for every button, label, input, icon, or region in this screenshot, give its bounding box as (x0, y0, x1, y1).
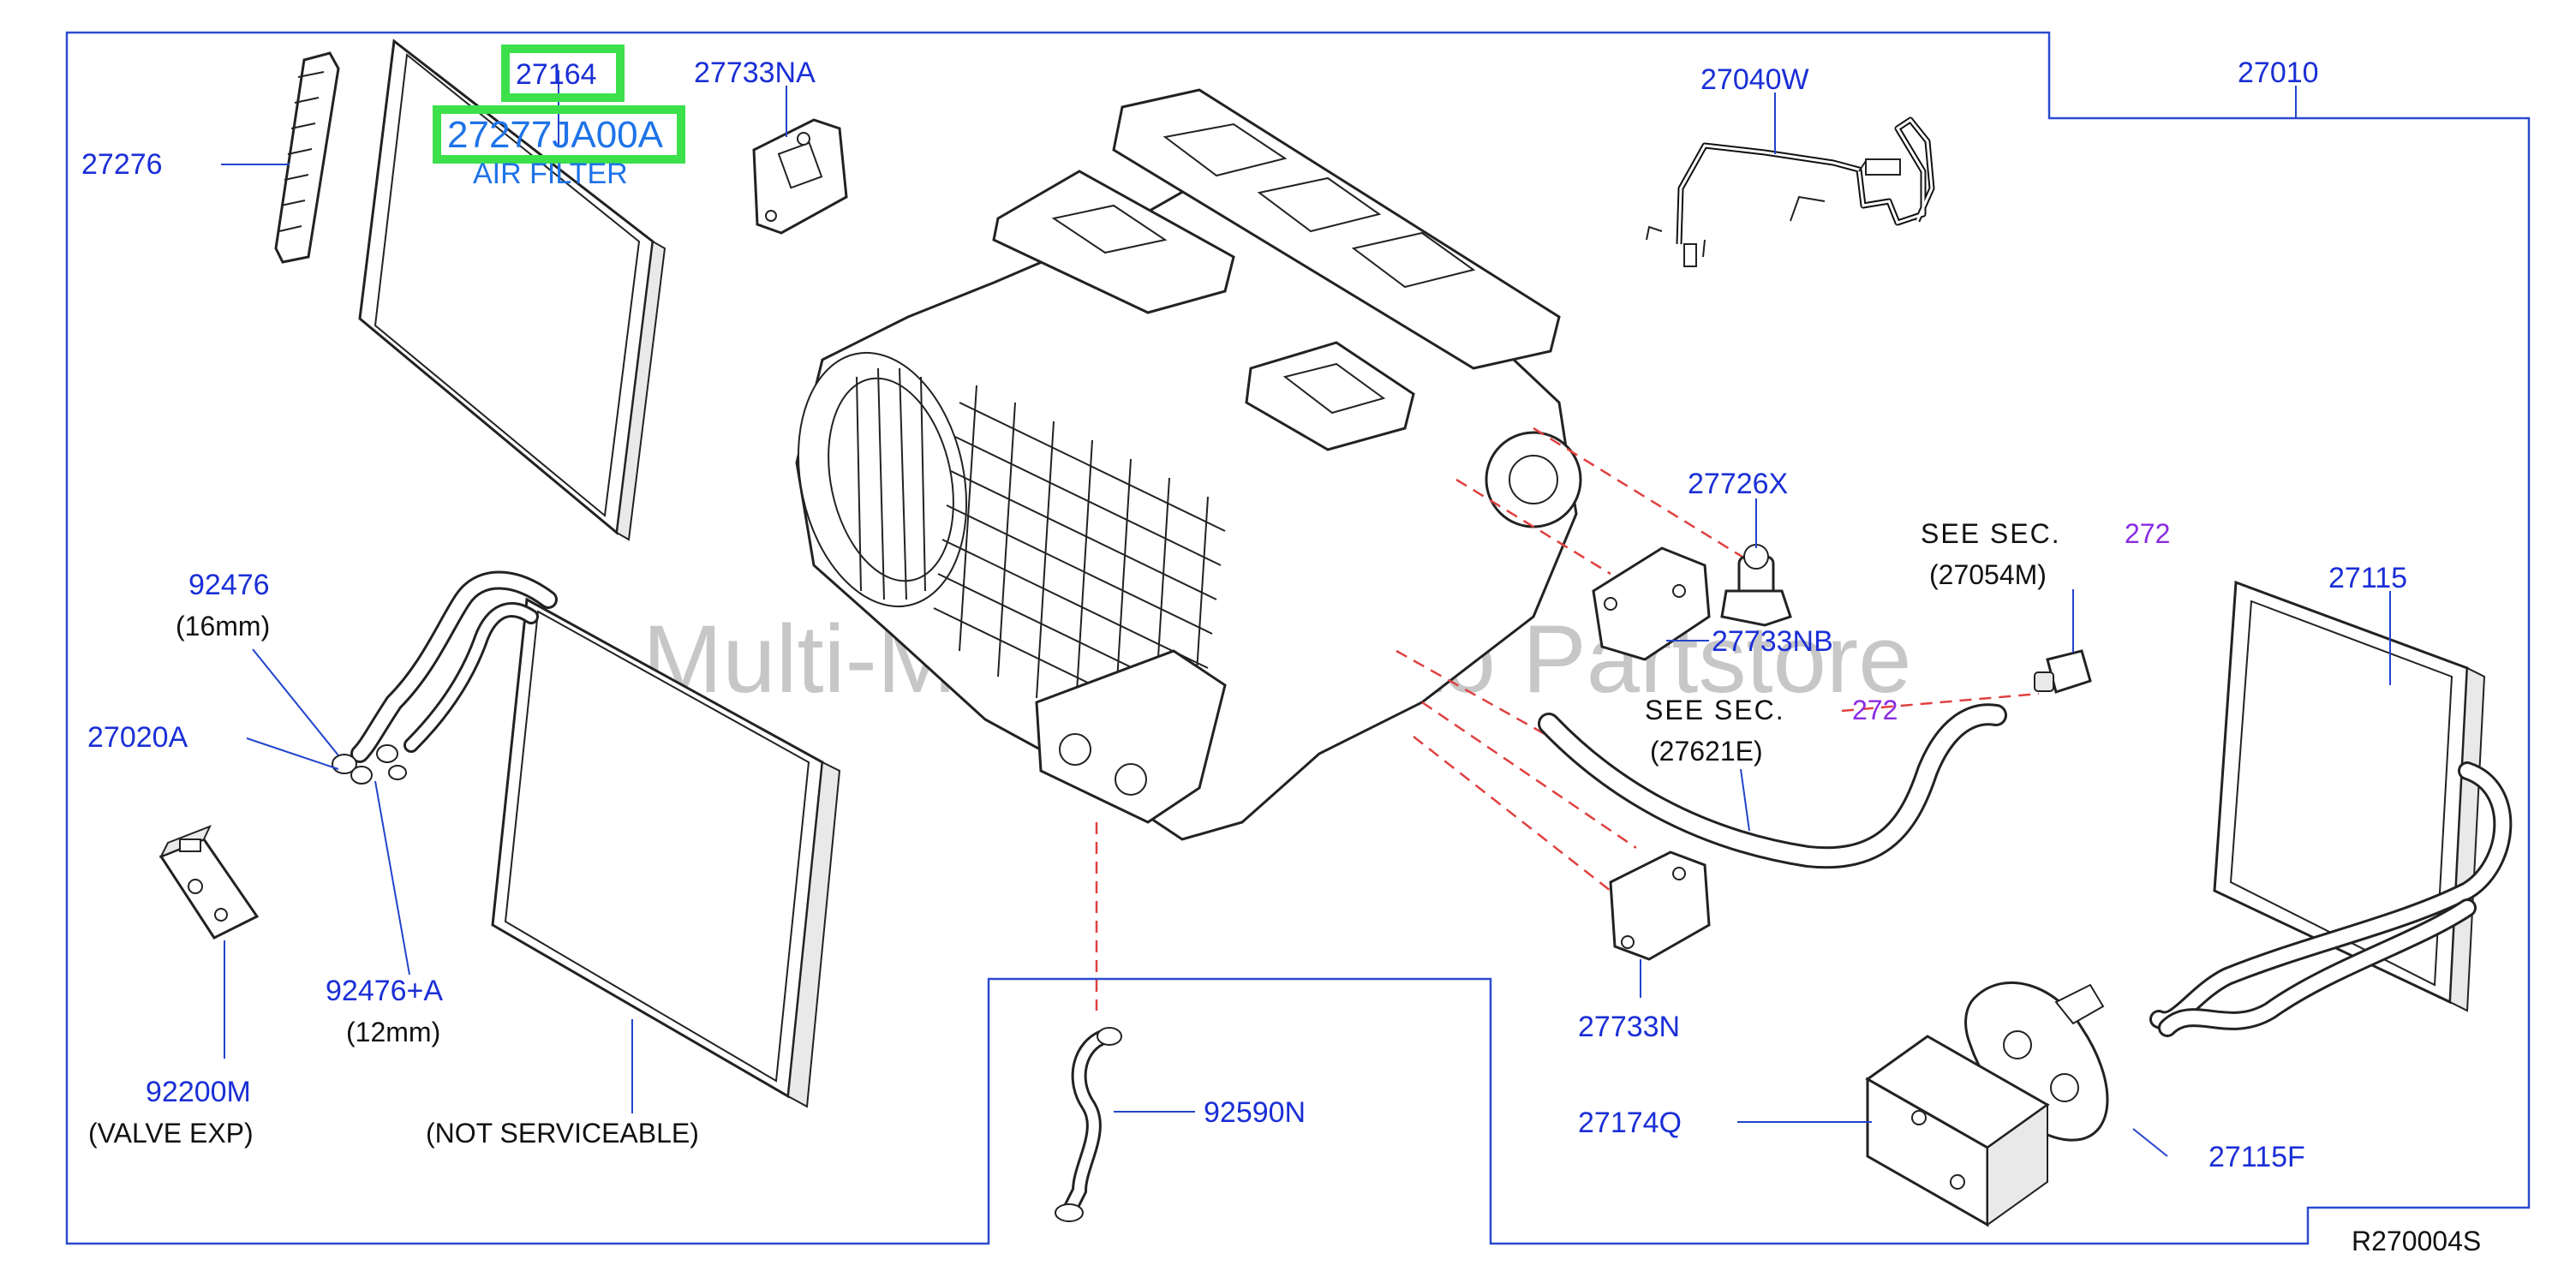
note-see-sec-1: SEE SEC. (1921, 518, 2061, 549)
part-92590N-drain[interactable] (1055, 1027, 1122, 1222)
part-92200M-valve[interactable] (158, 825, 260, 940)
label-27276[interactable]: 27276 (81, 148, 163, 181)
label-27115F[interactable]: 27115F (2208, 1141, 2305, 1173)
label-92476[interactable]: 92476 (188, 569, 270, 601)
part-hvac-housing[interactable] (776, 88, 1582, 841)
part-27276-bracket[interactable] (274, 51, 340, 264)
note-27054M: (27054M) (1929, 559, 2047, 590)
label-27040W[interactable]: 27040W (1700, 63, 1809, 96)
highlight-27277JA00A (433, 105, 685, 164)
label-92590N[interactable]: 92590N (1204, 1096, 1306, 1129)
label-27733NA[interactable]: 27733NA (694, 57, 816, 89)
note-see-sec-2: SEE SEC. (1645, 695, 1785, 725)
note-27621E: (27621E) (1650, 736, 1763, 767)
label-27726X[interactable]: 27726X (1688, 468, 1788, 500)
part-evaporator[interactable] (350, 570, 841, 1108)
label-27277JA00A[interactable]: 27277JA00A (447, 114, 664, 156)
label-27164[interactable]: 27164 (516, 58, 597, 91)
label-27010[interactable]: 27010 (2238, 57, 2319, 89)
note-valve-exp: (VALVE EXP) (88, 1118, 254, 1149)
part-27726X-sensor[interactable] (1720, 544, 1792, 627)
part-27733NB-actuator[interactable] (1592, 546, 1711, 661)
label-air-filter: AIR FILTER (473, 158, 628, 190)
link-sec-272-a[interactable]: 272 (2125, 518, 2170, 549)
highlight-27164 (501, 45, 625, 102)
part-27054M-connector[interactable] (2034, 649, 2092, 694)
part-27040W-harness[interactable] (1646, 116, 1935, 267)
part-27621E-hose[interactable] (1538, 703, 2007, 869)
label-92200M[interactable]: 92200M (146, 1076, 251, 1108)
note-16mm: (16mm) (176, 611, 270, 641)
diagram-frame (65, 31, 2531, 1245)
part-o-rings[interactable] (332, 744, 407, 785)
label-92476A[interactable]: 92476+A (326, 975, 443, 1007)
part-27115-heater-core[interactable] (2149, 580, 2513, 1037)
link-sec-272-b[interactable]: 272 (1852, 695, 1898, 725)
label-27733N[interactable]: 27733N (1578, 1011, 1680, 1043)
note-12mm: (12mm) (346, 1017, 440, 1047)
note-not-serviceable: (NOT SERVICEABLE) (426, 1118, 699, 1149)
label-27733NB[interactable]: 27733NB (1712, 625, 1833, 658)
diagram-code: R270004S (2352, 1226, 2481, 1256)
label-27020A[interactable]: 27020A (87, 721, 188, 754)
label-27174Q[interactable]: 27174Q (1578, 1107, 1682, 1139)
part-27115F-plate[interactable] (1964, 981, 2109, 1142)
part-27174Q-foam[interactable] (1865, 1035, 2050, 1227)
label-27115[interactable]: 27115 (2328, 562, 2407, 594)
part-air-filter[interactable] (358, 39, 666, 541)
part-27733N-actuator[interactable] (1609, 850, 1711, 961)
part-27733NA-actuator[interactable] (752, 118, 848, 235)
